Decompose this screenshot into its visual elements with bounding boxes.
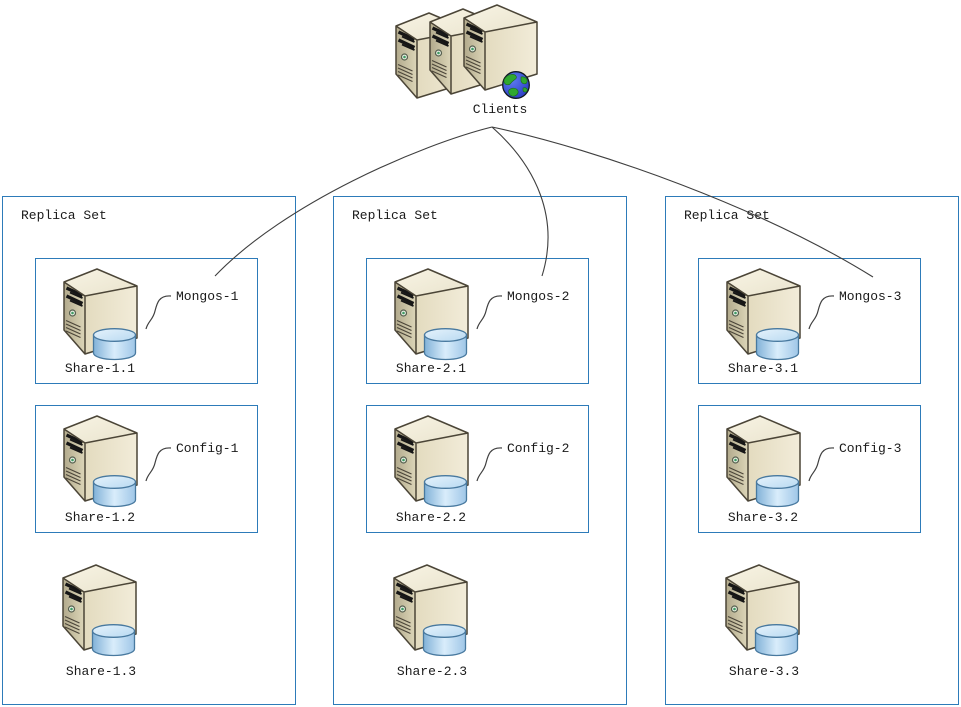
server-node <box>726 268 802 361</box>
database-cylinder-icon <box>423 475 468 508</box>
server-node <box>726 415 802 508</box>
database-cylinder-icon <box>755 475 800 508</box>
server-node <box>63 268 139 361</box>
server-node <box>393 564 469 657</box>
replica-set-box-3: Replica Set Share-3.1 Mongos-3 Share-3.2… <box>665 196 959 705</box>
server-node <box>394 415 470 508</box>
database-cylinder-icon <box>423 328 468 361</box>
share-label: Share-3.3 <box>728 664 800 679</box>
clients-cluster <box>395 4 539 100</box>
database-cylinder-icon <box>754 624 799 657</box>
shard-node-box: Share-1.1 Mongos-1 <box>35 258 258 384</box>
share-label: Share-2.2 <box>395 510 467 525</box>
share-label: Share-1.2 <box>64 510 136 525</box>
replica-set-title: Replica Set <box>21 208 107 223</box>
share-label: Share-2.3 <box>396 664 468 679</box>
mongos-label: Mongos-3 <box>839 289 902 304</box>
replica-set-box-1: Replica Set Share-1.1 Mongos-1 Share-1.2… <box>2 196 296 705</box>
mongos-label: Mongos-2 <box>507 289 570 304</box>
server-node <box>63 415 139 508</box>
database-cylinder-icon <box>422 624 467 657</box>
shard-node-box: Share-3.2 Config-3 <box>698 405 921 533</box>
database-cylinder-icon <box>755 328 800 361</box>
mongos-label: Mongos-1 <box>176 289 239 304</box>
config-label: Config-1 <box>176 441 239 456</box>
shard-node-box: Share-2.2 Config-2 <box>366 405 589 533</box>
config-label: Config-3 <box>839 441 902 456</box>
clients-label: Clients <box>472 102 528 117</box>
config-label: Config-2 <box>507 441 570 456</box>
share-label: Share-1.3 <box>65 664 137 679</box>
share-label: Share-2.1 <box>395 361 467 376</box>
replica-set-title: Replica Set <box>352 208 438 223</box>
replica-set-title: Replica Set <box>684 208 770 223</box>
server-node <box>394 268 470 361</box>
share-label: Share-1.1 <box>64 361 136 376</box>
server-node <box>62 564 138 657</box>
shard-node-box: Share-3.1 Mongos-3 <box>698 258 921 384</box>
share-label: Share-3.1 <box>727 361 799 376</box>
database-cylinder-icon <box>92 475 137 508</box>
shard-node-box: Share-1.2 Config-1 <box>35 405 258 533</box>
share-label: Share-3.2 <box>727 510 799 525</box>
database-cylinder-icon <box>92 328 137 361</box>
database-cylinder-icon <box>91 624 136 657</box>
shard-node-box: Share-2.1 Mongos-2 <box>366 258 589 384</box>
server-node <box>725 564 801 657</box>
replica-set-box-2: Replica Set Share-2.1 Mongos-2 Share-2.2… <box>333 196 627 705</box>
globe-icon <box>502 71 530 99</box>
